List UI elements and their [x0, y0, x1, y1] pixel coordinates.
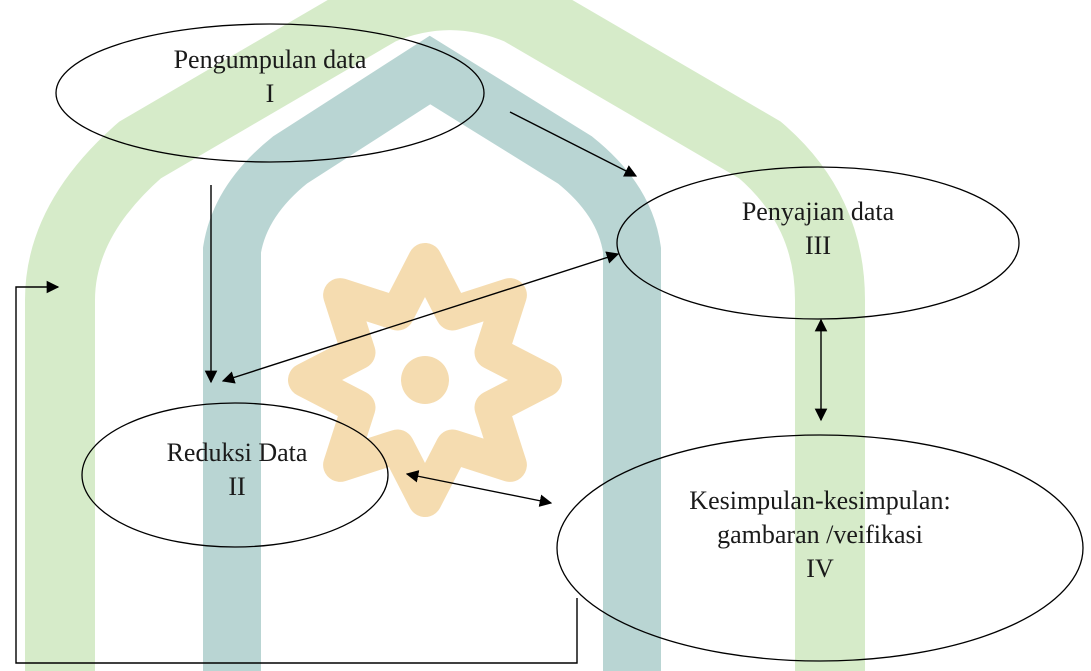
node-reduksi-label: Reduksi Data II: [167, 436, 308, 504]
node-kesimpulan-numeral: IV: [806, 554, 834, 583]
node-pengumpulan-label: Pengumpulan data I: [174, 43, 367, 111]
node-pengumpulan-numeral: I: [265, 79, 275, 108]
node-penyajian-numeral: III: [805, 231, 831, 260]
node-pengumpulan-title: Pengumpulan data: [173, 45, 367, 74]
arrow-feedback-loop: [15, 280, 578, 664]
node-kesimpulan-ellipse: [556, 434, 1084, 662]
node-reduksi-title: Reduksi Data: [166, 438, 308, 467]
node-penyajian-label: Penyajian data III: [742, 195, 894, 263]
node-kesimpulan-title: Kesimpulan-kesimpulan:: [689, 486, 951, 515]
node-reduksi-ellipse: [81, 402, 389, 548]
node-pengumpulan-ellipse: [55, 23, 485, 163]
arrow-pengumpulan-to-penyajian: [509, 111, 638, 177]
node-kesimpulan-label: Kesimpulan-kesimpulan: gambaran /veifika…: [689, 484, 950, 586]
arrow-reduksi-penyajian: [221, 251, 620, 384]
watermark-inner-arch: [203, 35, 661, 671]
node-reduksi-numeral: II: [228, 472, 246, 501]
node-penyajian-title: Penyajian data: [741, 197, 895, 226]
watermark-outer-arch: [25, 0, 865, 671]
node-kesimpulan-subtitle: gambaran /veifikasi: [717, 520, 923, 549]
arrow-reduksi-kesimpulan: [405, 470, 553, 507]
